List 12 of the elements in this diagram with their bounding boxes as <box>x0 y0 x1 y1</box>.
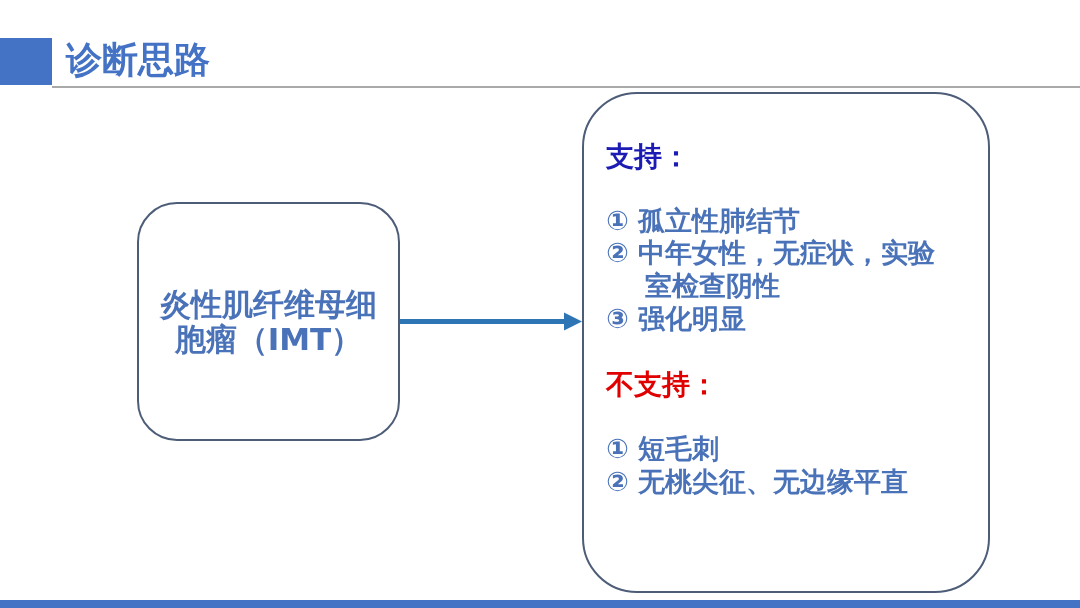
heading: 不支持： <box>606 368 718 401</box>
title: 诊断思路 <box>66 38 210 82</box>
list-item: ② 中年女性，无症状，实验室检查阴性 <box>606 236 937 302</box>
list-item: ② 无桃尖征、无边缘平直 <box>606 465 910 498</box>
heading: 支持： <box>606 140 690 173</box>
node-label: 炎性肌纤维母细胞瘤（IMT） <box>158 286 378 357</box>
arrow <box>400 312 582 331</box>
list-item: ① 孤立性肺结节 <box>606 204 802 237</box>
rounded-box <box>137 202 400 441</box>
list-item: ③ 强化明显 <box>606 302 748 335</box>
list-item: ① 短毛刺 <box>606 432 721 465</box>
rounded-box <box>582 92 990 593</box>
